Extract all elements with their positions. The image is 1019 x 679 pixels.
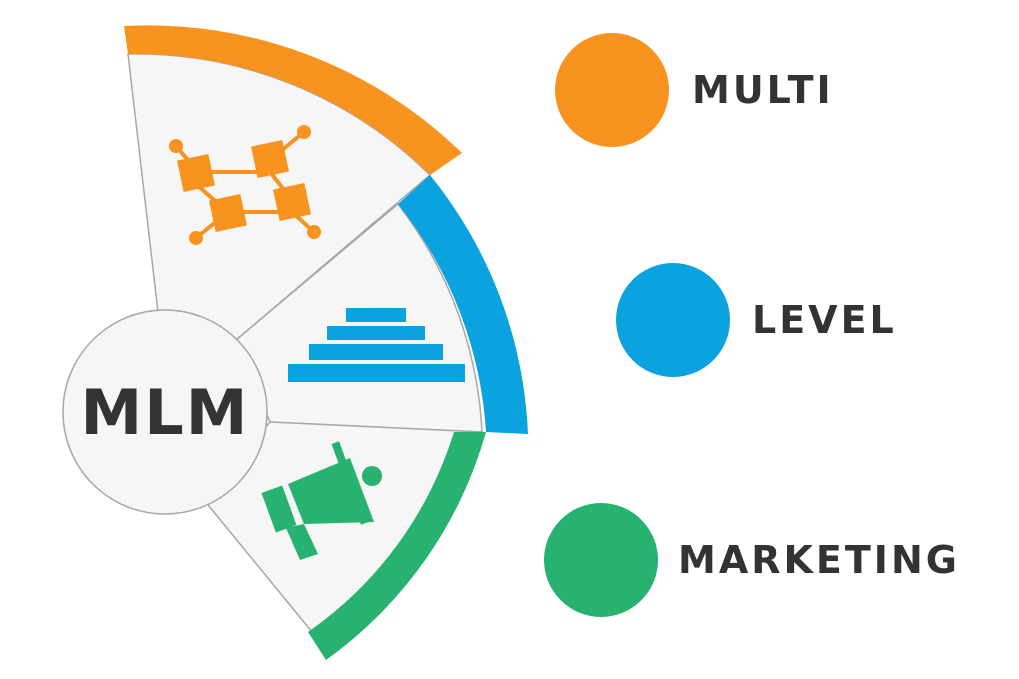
- legend-item-marketing: MARKETING: [544, 503, 960, 617]
- segment-level-arc: [398, 175, 528, 434]
- megaphone-icon: [261, 441, 382, 560]
- segment-marketing: [203, 421, 486, 660]
- segment-multi-arc: [124, 25, 462, 175]
- pyramid-steps-icon: [288, 308, 465, 382]
- legend-label-marketing: MARKETING: [678, 538, 960, 582]
- legend-dot-level: [616, 263, 730, 377]
- center-hub: MLM: [62, 309, 268, 515]
- segment-multi: [124, 25, 462, 341]
- center-label: MLM: [81, 376, 250, 449]
- legend-dot-multi: [555, 33, 669, 147]
- segment-marketing-arc: [308, 432, 486, 660]
- legend-label-multi: MULTI: [692, 68, 834, 112]
- segment-level: [235, 175, 528, 434]
- legend-item-level: LEVEL: [616, 263, 897, 377]
- network-blocks-icon: [169, 125, 321, 245]
- legend-item-multi: MULTI: [555, 33, 834, 147]
- center-circle: [62, 309, 268, 515]
- legend-dot-marketing: [544, 503, 658, 617]
- legend-label-level: LEVEL: [752, 298, 897, 342]
- legend: MULTI LEVEL MARKETING: [544, 33, 960, 617]
